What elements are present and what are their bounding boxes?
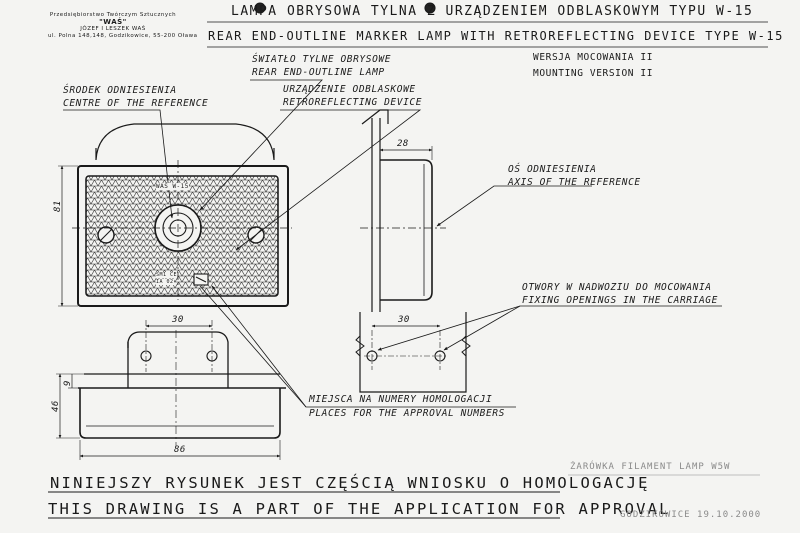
front-view bbox=[58, 123, 292, 307]
approval-label-pl: MIEJSCA NA NUMERY HOMOLOGACJI bbox=[309, 394, 493, 405]
version-polish: WERSJA MOCOWANIA II bbox=[533, 52, 654, 63]
company-stamp: Przedsiębiorstwo Twórczym Sztucznych "WA… bbox=[48, 12, 198, 40]
axis-label-pl: OŚ ODNIESIENIA bbox=[508, 164, 597, 175]
company-line-4: ul. Polna 148,148, Godzikowice, 55-200 O… bbox=[48, 33, 198, 39]
dimension-9: 9 bbox=[63, 380, 73, 386]
fixing-label-pl: OTWORY W NADWOZIU DO MOCOWANIA bbox=[522, 282, 712, 293]
statement-english: THIS DRAWING IS A PART OF THE APPLICATIO… bbox=[48, 500, 671, 518]
centre-reference-pl: ŚRODEK ODNIESIENIA bbox=[63, 85, 177, 96]
approval-label-en: PLACES FOR THE APPROVAL NUMBERS bbox=[309, 408, 505, 419]
company-line-1: Przedsiębiorstwo Twórczym Sztucznych bbox=[49, 12, 177, 18]
bottom-view bbox=[56, 320, 286, 460]
axis-label-en: AXIS OF THE REFERENCE bbox=[508, 177, 641, 188]
company-line-2: "WAŚ" bbox=[99, 18, 127, 26]
fixing-label-en: FIXING OPENINGS IN THE CARRIAGE bbox=[522, 295, 718, 306]
centre-reference-en: CENTRE OF THE REFERENCE bbox=[63, 98, 209, 109]
binder-hole-2 bbox=[424, 2, 436, 14]
version-english: MOUNTING VERSION II bbox=[533, 68, 654, 79]
company-line-3: JÓZEF I LESZEK WAŚ bbox=[80, 26, 146, 32]
dimension-30-bottom: 30 bbox=[172, 315, 184, 325]
dimension-28: 28 bbox=[397, 139, 409, 149]
homologation-mark-1: SM1 CE bbox=[156, 272, 178, 278]
dimension-86: 86 bbox=[174, 445, 186, 455]
faint-note-bottom: GODZIKOWICE 19.10.2000 bbox=[620, 510, 762, 520]
dimension-81: 81 bbox=[53, 200, 63, 212]
homologation-mark-2: IA 02 bbox=[156, 279, 174, 285]
lamp-label-en: REAR END-OUTLINE LAMP bbox=[252, 67, 385, 78]
title-english: REAR END-OUTLINE MARKER LAMP WITH RETROR… bbox=[208, 29, 784, 43]
side-view bbox=[360, 109, 446, 312]
fixing-openings-view bbox=[355, 312, 471, 393]
statement-polish: NINIEJSZY RYSUNEK JEST CZĘŚCIĄ WNIOSKU O… bbox=[50, 474, 650, 492]
retro-label-pl: URZĄDZENIE ODBLASKOWE bbox=[283, 84, 416, 95]
dimension-30-fixing: 30 bbox=[398, 315, 410, 325]
lamp-model-text: WAŚ W-15 bbox=[156, 183, 189, 190]
binder-hole-1 bbox=[254, 2, 266, 14]
retro-label-en: RETROREFLECTING DEVICE bbox=[283, 97, 423, 108]
lamp-label-pl: ŚWIATŁO TYLNE OBRYSOWE bbox=[252, 54, 392, 65]
dimension-46: 46 bbox=[51, 400, 61, 412]
faint-note-right: ŻARÓWKA FILAMENT LAMP W5W bbox=[570, 462, 731, 472]
title-polish: LAMPA OBRYSOWA TYLNA Z URZĄDZENIEM ODBLA… bbox=[231, 4, 754, 19]
